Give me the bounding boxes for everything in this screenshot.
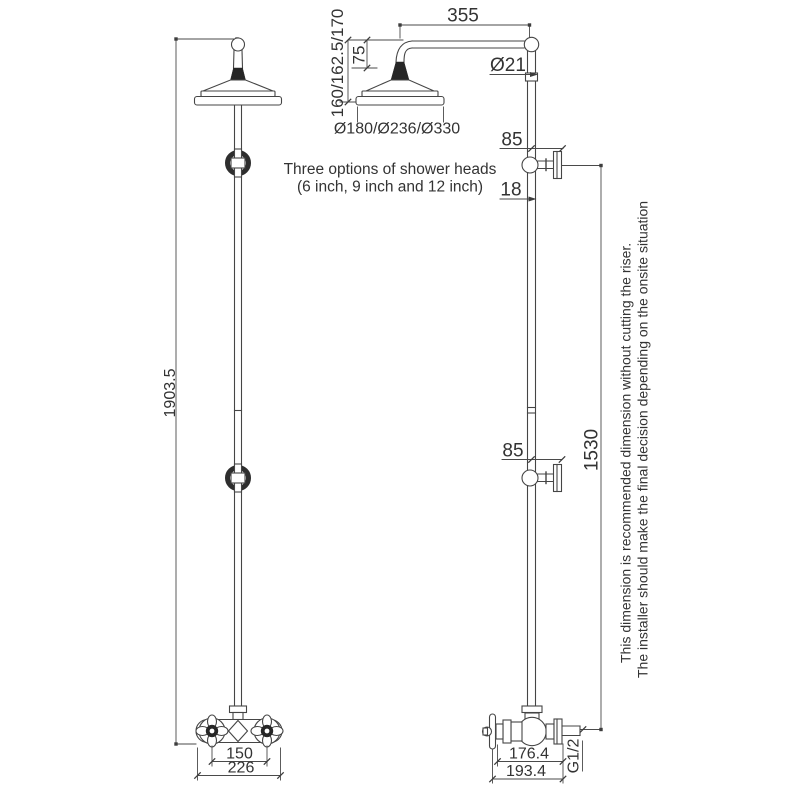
- outlet-thread-label: G1/2: [566, 739, 583, 774]
- dim-total-depth: 193.4: [488, 749, 567, 784]
- wall-bracket-front-top: [225, 148, 251, 178]
- dim-riser-diameter: Ø21: [489, 55, 538, 77]
- shower-arm-side: [395, 36, 540, 63]
- dim-head-drop: 75: [350, 36, 378, 72]
- valve-side: [481, 705, 581, 750]
- bracket-offset-bottom-label: 85: [502, 441, 523, 462]
- handle-centers-label: 150: [226, 746, 253, 763]
- dim-riser-joint-offset: 18: [499, 180, 537, 202]
- dim-head-height-options: 160/162.5/170: [328, 9, 404, 118]
- head-drop-label: 75: [350, 46, 369, 65]
- wall-bracket-front-bottom: [225, 463, 251, 493]
- dim-depth-to-handle: 176.4: [493, 743, 567, 784]
- total-depth-label: 193.4: [506, 763, 546, 780]
- depth-to-handle-label: 176.4: [509, 746, 549, 763]
- annotations: Three options of shower heads (6 inch, 9…: [284, 161, 651, 678]
- arm-elbow-side: [523, 36, 540, 53]
- outlet-pipe-side: [561, 725, 581, 737]
- shower-head-side: [355, 61, 445, 123]
- valve-connector-front: [228, 705, 248, 721]
- dim-outlet-thread: G1/2: [566, 739, 583, 774]
- riser-pipe-front: [233, 104, 243, 707]
- dim-overall-height: 1903.5: [162, 37, 239, 746]
- wall-bracket-side-top: [521, 150, 563, 180]
- dim-arm-length: 355: [398, 6, 532, 39]
- overall-height-label: 1903.5: [162, 368, 179, 417]
- dim-bracket-offset-bottom: 85: [501, 441, 566, 464]
- riser-length-label: 1530: [582, 429, 603, 471]
- head-options-note-line1: Three options of shower heads: [284, 161, 497, 178]
- dim-valve-width: 226: [193, 747, 285, 781]
- dim-handle-centers: 150: [208, 746, 271, 767]
- arm-length-label: 355: [447, 6, 479, 27]
- front-view: 1903.5: [162, 37, 285, 781]
- riser-joint-offset-label: 18: [500, 180, 521, 201]
- bracket-offset-top-label: 85: [501, 130, 522, 151]
- riser-diameter-label: Ø21: [490, 55, 526, 76]
- side-view: 355: [328, 6, 603, 784]
- riser-note-line1: This dimension is recommended dimension …: [618, 243, 634, 663]
- head-options-note-line2: (6 inch, 9 inch and 12 inch): [297, 179, 483, 196]
- head-disc-side: [355, 95, 445, 106]
- valve-handle-right: [250, 714, 284, 748]
- wall-bracket-side-bottom: [521, 463, 563, 493]
- head-height-options-label: 160/162.5/170: [328, 9, 347, 118]
- head-disc-front: [193, 95, 283, 106]
- valve-handle-side: [481, 713, 497, 750]
- arm-elbow-front: [230, 37, 246, 52]
- dim-bracket-offset-top: 85: [499, 130, 567, 153]
- riser-pipe-side: [524, 50, 539, 707]
- head-diameter-options-label: Ø180/Ø236/Ø330: [334, 121, 460, 138]
- dim-riser-length: 1530: [561, 163, 603, 734]
- shower-head-front: [193, 37, 283, 106]
- valve-width-label: 226: [228, 760, 255, 777]
- riser-note-line2: The installer should make the final deci…: [635, 201, 651, 678]
- valve-handle-left: [195, 714, 229, 748]
- wall-flange-side: [553, 718, 563, 745]
- valve-front: [195, 714, 284, 748]
